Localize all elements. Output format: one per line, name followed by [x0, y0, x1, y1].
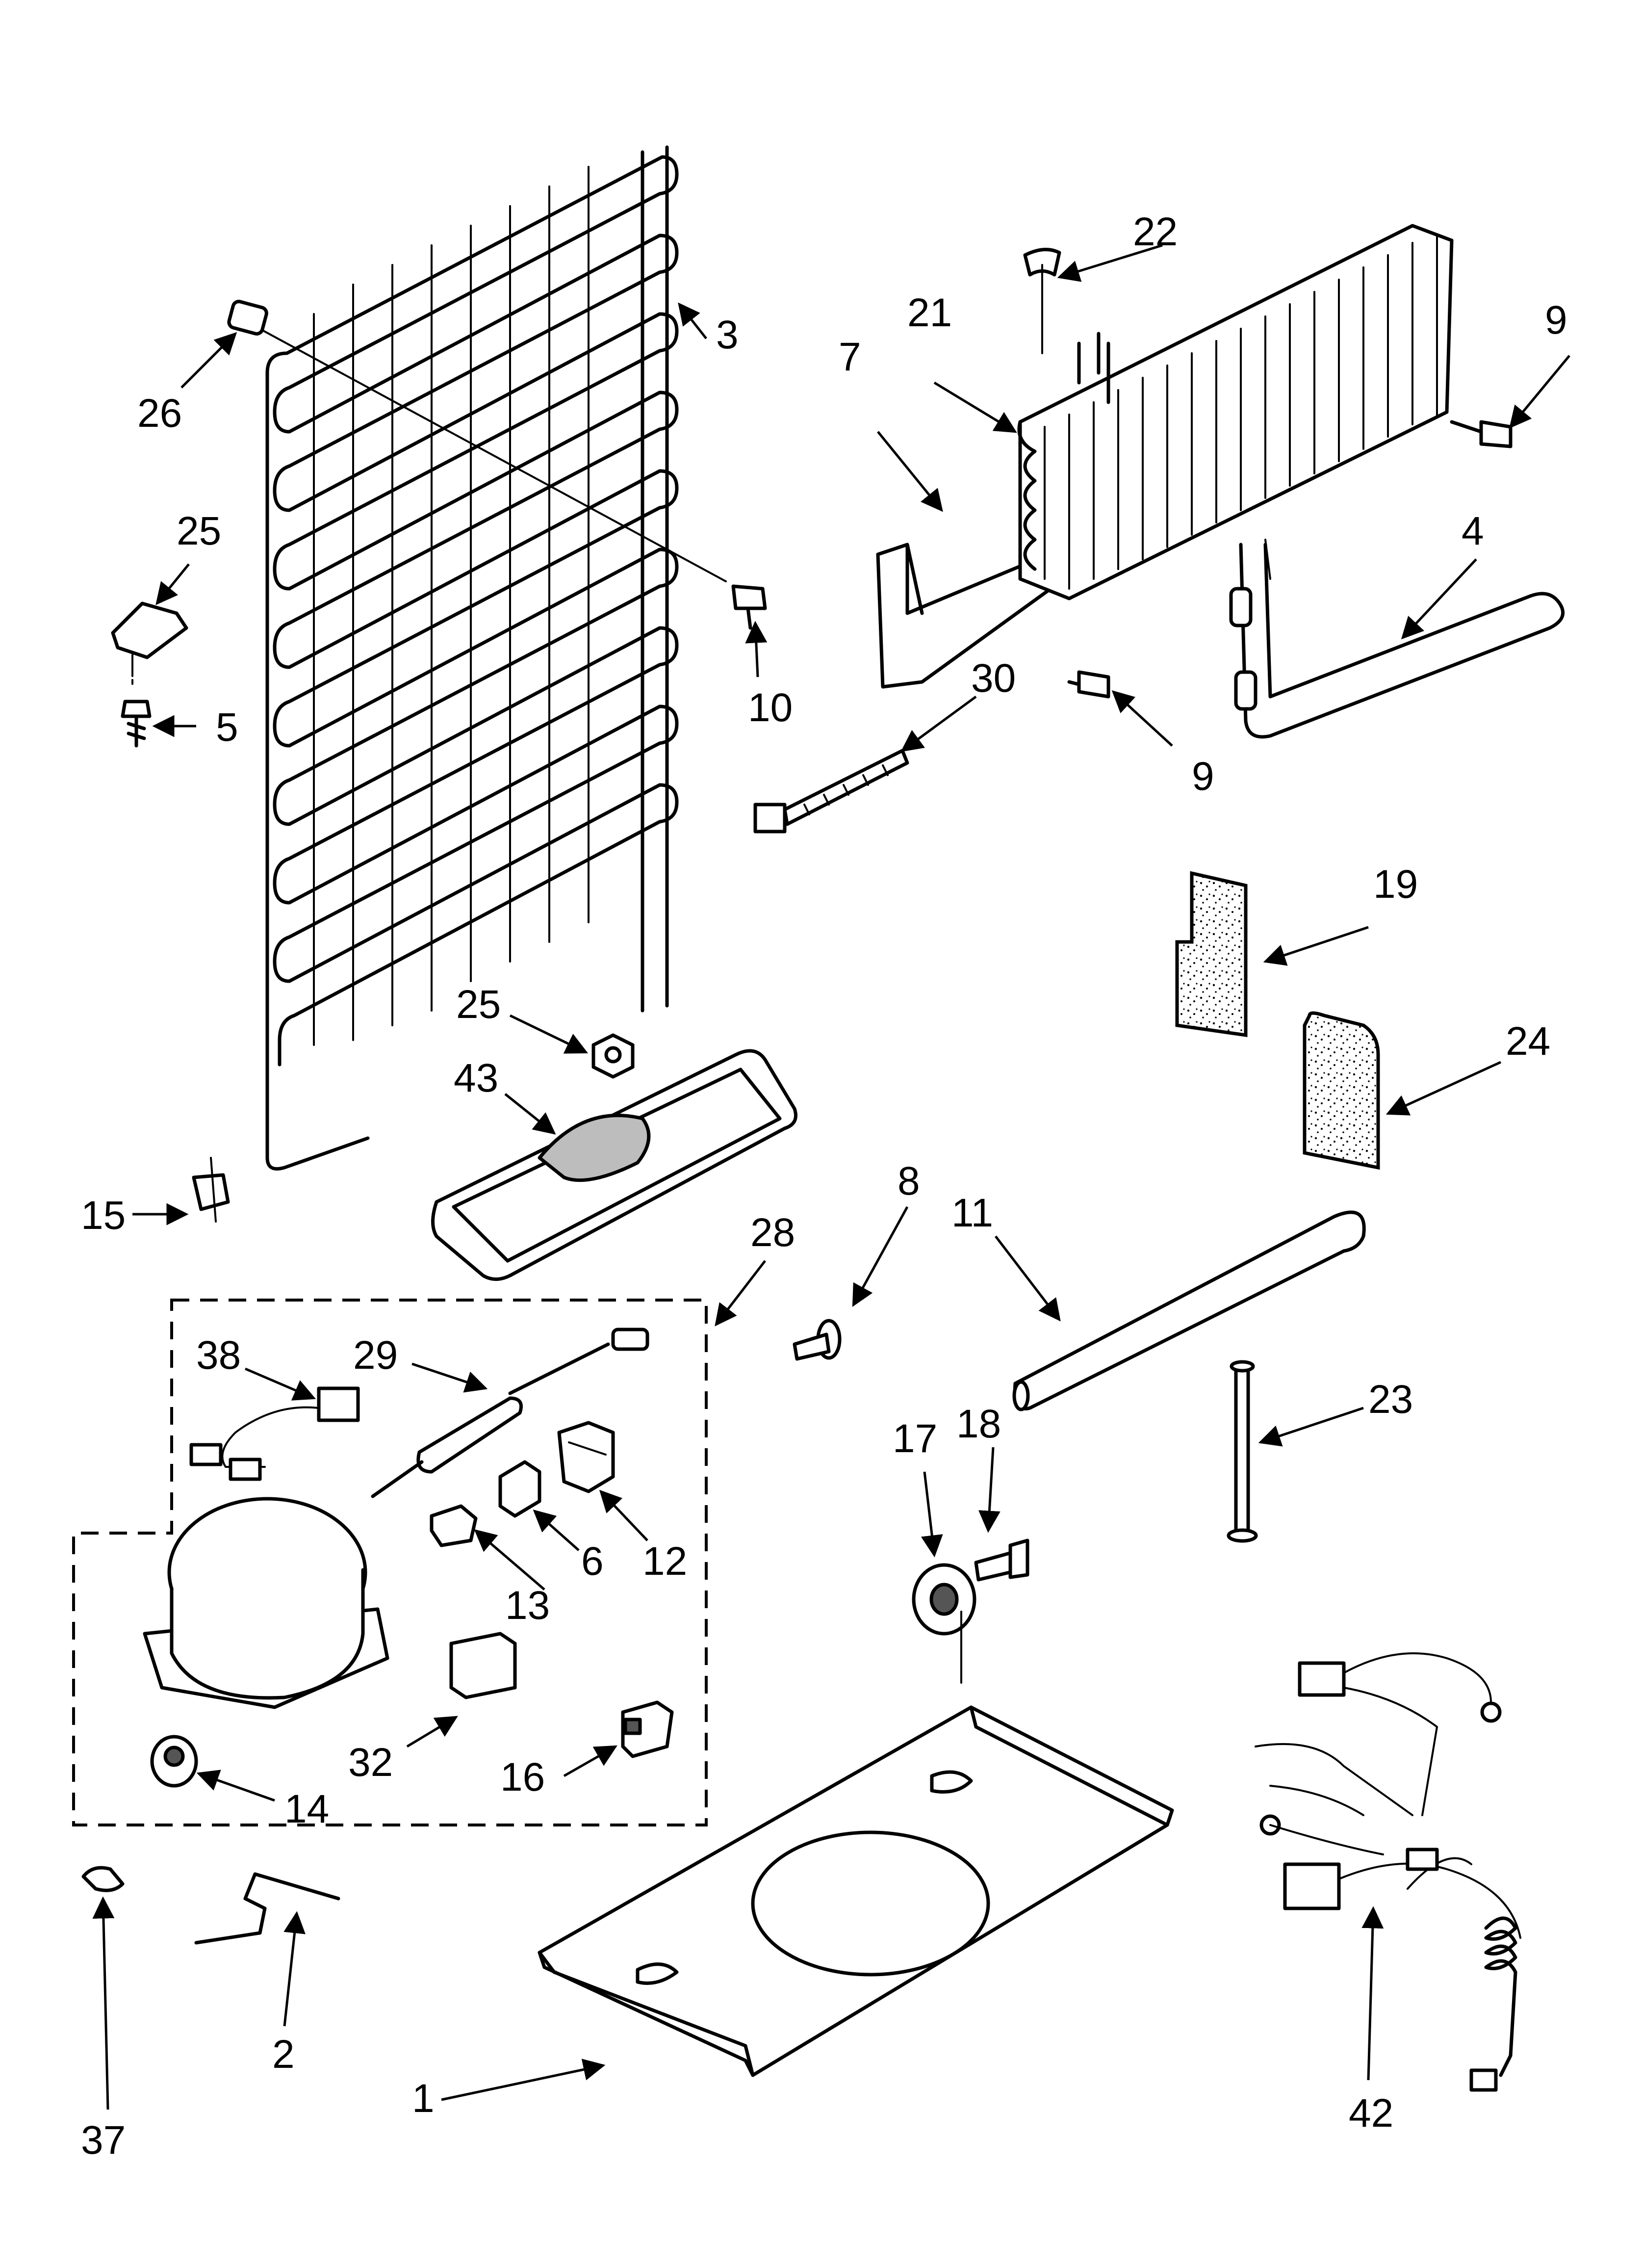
part-30-wire-tie — [753, 749, 909, 834]
callout-29: 29 — [353, 1333, 398, 1378]
part-32-run-capacitor — [449, 1632, 517, 1699]
condenser-coil — [254, 145, 727, 1171]
callout-labels: 22 21 7 9 4 9 30 3 26 25 5 10 19 24 25 4… — [81, 209, 1567, 2163]
part-6-relay — [498, 1460, 541, 1518]
callout-21: 22 — [1133, 209, 1178, 254]
callout-4: 4 — [1462, 509, 1484, 553]
callout-9-lower: 9 — [1192, 754, 1214, 799]
part-4-defrost-heater — [1229, 539, 1565, 739]
callout-10: 10 — [748, 685, 793, 730]
callout-32: 32 — [348, 1740, 393, 1785]
part-28-compressor-kit-box — [72, 1299, 708, 1826]
callout-2: 2 — [272, 2032, 295, 2077]
part-5-screw — [121, 700, 152, 748]
callout-16: 15 — [81, 1193, 126, 1238]
part-9-screw-lower — [1067, 670, 1110, 699]
leader-lines — [92, 244, 1570, 2110]
callout-14: 14 — [284, 1787, 329, 1831]
callout-38: 38 — [196, 1333, 241, 1378]
callout-13: 13 — [505, 1583, 550, 1628]
callout-25: 25 — [177, 509, 221, 553]
part-42-wire-harness — [1255, 1652, 1521, 2092]
evaporator-assembly — [876, 224, 1454, 689]
part-37-clip — [81, 1866, 125, 1892]
part-43-drain-pan — [431, 1049, 797, 1281]
part-17-grommet — [912, 1563, 976, 1684]
callout-15: 16 — [500, 1755, 545, 1799]
part-8-plug — [793, 1319, 842, 1361]
callout-22: 23 — [1368, 1377, 1413, 1422]
part-23-foam-block — [1303, 1011, 1380, 1170]
callout-26: 26 — [137, 391, 182, 436]
part-1-base-pan — [538, 1705, 1174, 2077]
callout-23: 24 — [1506, 1019, 1550, 1064]
callout-3: 3 — [716, 313, 739, 357]
callout-20: 21 — [907, 290, 952, 335]
part-14-grommet — [150, 1735, 198, 1788]
part-16-clip — [192, 1157, 230, 1223]
part-22-pin — [1227, 1360, 1258, 1543]
callout-9-upper: 9 — [1545, 298, 1567, 342]
part-11-tube — [1012, 1210, 1366, 1411]
callout-1: 1 — [412, 2076, 435, 2121]
part-12-relay-cover — [557, 1421, 615, 1493]
part-24-nut — [591, 1033, 635, 1079]
callout-6: 6 — [581, 1539, 604, 1584]
part-26-plug — [227, 300, 268, 336]
callout-11: 11 — [951, 1191, 993, 1235]
callout-5: 5 — [216, 705, 238, 750]
callout-7: 7 — [839, 335, 861, 379]
callout-12: 12 — [642, 1539, 687, 1584]
callout-42: 42 — [1349, 2091, 1393, 2136]
callout-43: 43 — [454, 1056, 498, 1100]
part-9-screw-upper — [1450, 420, 1513, 448]
part-29-component — [371, 1328, 649, 1498]
part-10-screw — [731, 584, 767, 630]
callout-28: 28 — [750, 1210, 795, 1255]
callout-19: 19 — [1373, 862, 1418, 907]
part-25-bracket — [111, 601, 188, 685]
callout-37: 37 — [81, 2118, 126, 2163]
callout-30: 30 — [971, 656, 1016, 701]
callout-8: 8 — [898, 1159, 920, 1203]
compressor — [143, 1497, 389, 1709]
part-38-wire-lead — [189, 1386, 360, 1481]
part-19-foam-block — [1175, 871, 1248, 1038]
part-15-connector — [621, 1700, 674, 1758]
callout-18: 18 — [956, 1402, 1001, 1446]
part-2-retainer — [194, 1872, 340, 1945]
part-18-screw — [974, 1538, 1029, 1582]
part-13-overload — [430, 1504, 478, 1547]
callout-17: 17 — [893, 1416, 937, 1461]
callout-24: 25 — [456, 982, 501, 1027]
